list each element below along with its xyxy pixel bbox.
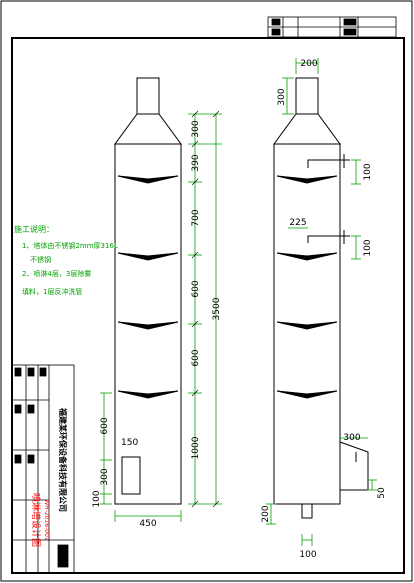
construction-notes: 施工说明： 1、塔体由不锈钢2mm厚316L 不锈钢 2、喷淋4层，3层除雾 填… (14, 224, 118, 296)
dim-drain-200: 200 (261, 505, 271, 522)
dim-ticks-left (191, 110, 220, 508)
dim-pipe-100-a: 100 (363, 163, 373, 180)
dim-lines-right (266, 58, 377, 546)
notes-line-2b: 填料，1层反冲洗管 (22, 287, 82, 296)
gas-inlet (339, 441, 369, 491)
dim-300-top: 300 (191, 120, 201, 137)
chimney-left (136, 77, 160, 115)
tower-right (273, 77, 369, 519)
cone-left (114, 113, 182, 145)
dim-700: 700 (191, 209, 201, 226)
dim-pipe-225: 225 (289, 218, 306, 228)
notes-line-1b: 不锈钢 (30, 255, 51, 264)
dim-3500-total: 3500 (212, 297, 222, 320)
spray-pipe-lower (307, 235, 350, 243)
dim-chain-left (100, 113, 222, 522)
dim-pipe-100-b: 100 (363, 239, 373, 256)
dim-top-300: 300 (277, 88, 287, 105)
dim-600-a: 600 (191, 280, 201, 297)
spray-layers-left (117, 175, 179, 399)
dim-1000: 1000 (191, 436, 201, 459)
revision-table (267, 16, 397, 38)
title-block (11, 364, 75, 574)
cone-right (273, 113, 341, 145)
dim-side-300: 300 (100, 468, 110, 485)
body-left (114, 143, 182, 505)
dim-390: 390 (191, 154, 201, 171)
dim-top-200: 200 (300, 59, 317, 69)
dim-inlet-50: 50 (377, 487, 387, 499)
dim-side-100: 100 (92, 490, 102, 507)
title-company: 福建某环保设备科技有限公司 (58, 407, 68, 512)
inner-border (11, 37, 405, 574)
dim-door-150: 150 (121, 438, 138, 448)
title-drawing-no: WH-2016-001 (43, 499, 50, 541)
notes-title: 施工说明： (14, 224, 54, 234)
access-door-left (121, 456, 141, 495)
spray-layers-right (276, 175, 338, 399)
drain-pipe (301, 503, 313, 519)
dim-600-b: 600 (191, 349, 201, 366)
notes-line-1: 1、塔体由不锈钢2mm厚316L (22, 241, 118, 250)
notes-line-2: 2、喷淋4层，3层除雾 (22, 269, 91, 278)
dim-width-450: 450 (139, 519, 156, 529)
dim-drain-100: 100 (299, 550, 316, 560)
title-drawing-name: 喷淋塔设计图 (30, 493, 42, 547)
dim-inlet-300: 300 (343, 433, 360, 443)
spray-pipe-upper (307, 159, 350, 168)
chimney-right (295, 77, 319, 115)
dim-side-600: 600 (100, 417, 110, 434)
tower-left (114, 77, 182, 505)
